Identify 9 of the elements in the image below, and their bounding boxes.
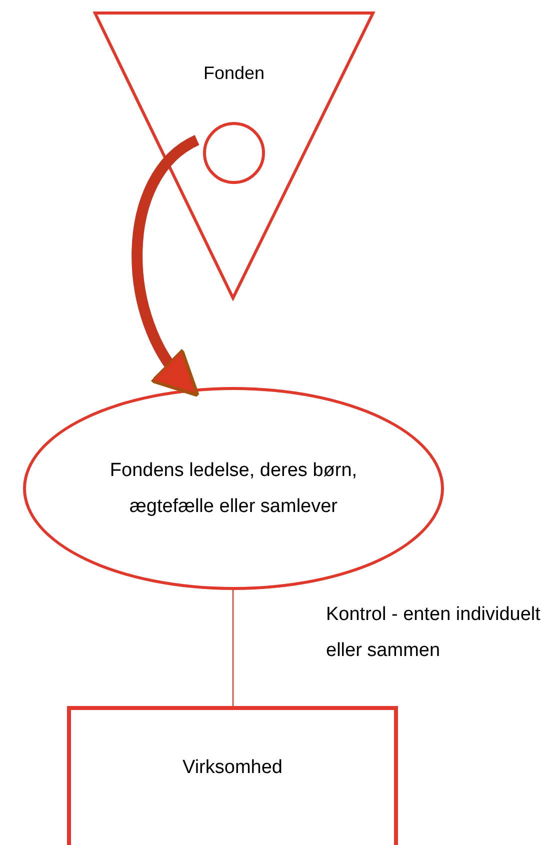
rectangle-box [67,706,398,845]
node-text: Fonden [203,62,265,85]
curved-arrow [132,135,200,398]
node-text: Virksomhed [182,756,282,780]
triangle-shape [93,11,375,301]
connector-line [232,588,234,707]
edge-label: Kontrol - enten individuelt eller sammen [326,603,542,663]
node-text: Fondens ledelse, deres børn, ægtefælle eller samlever [108,458,358,518]
ellipse-shape [23,387,444,590]
